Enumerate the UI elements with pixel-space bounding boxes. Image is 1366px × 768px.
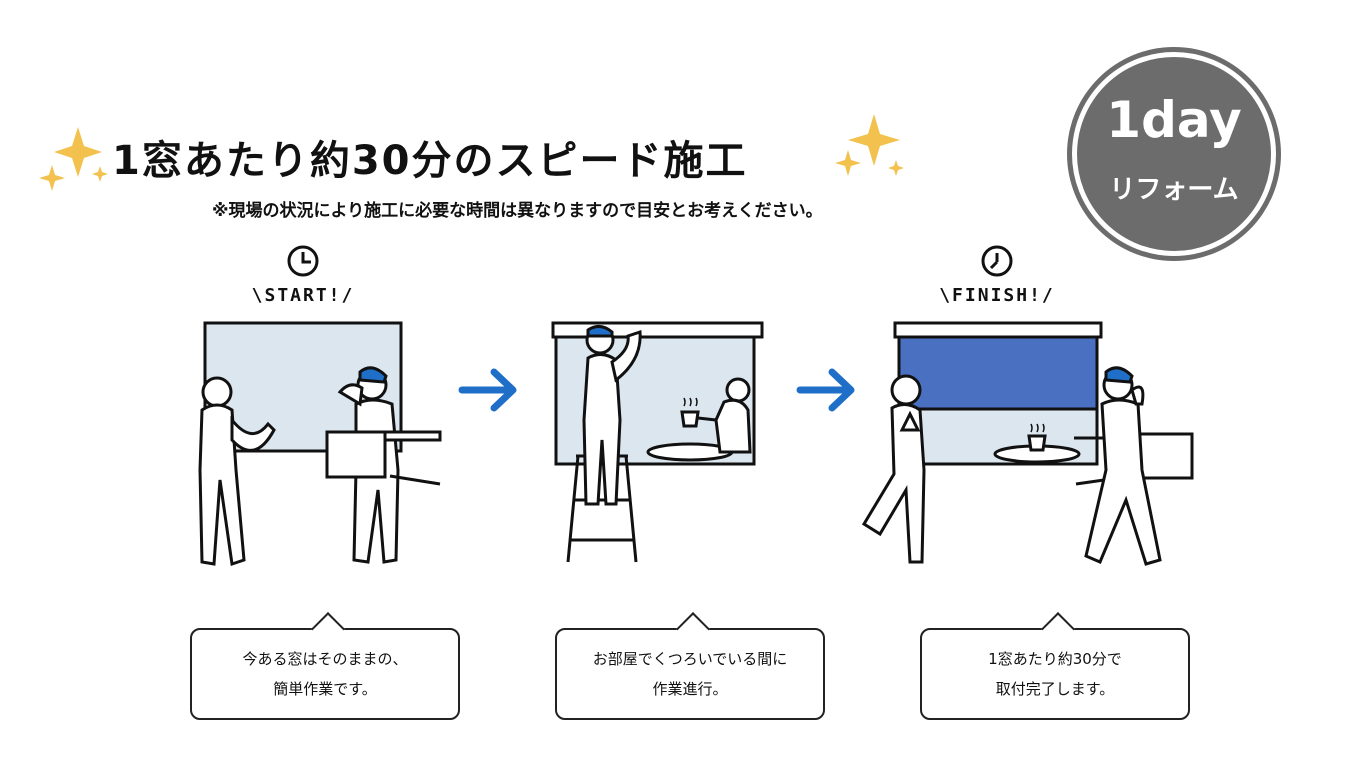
caption-line: 作業進行。	[652, 680, 728, 698]
caption-line: 簡単作業です。	[273, 680, 377, 698]
stage-2-scene	[551, 321, 764, 563]
clock-start-icon	[287, 245, 319, 277]
clock-finish-icon	[981, 245, 1013, 277]
stage-1-label: \START!/	[251, 285, 355, 306]
stage-3-scene	[861, 321, 1194, 566]
stage-3-label: \FINISH!/	[939, 285, 1055, 306]
badge-main-text: 1day	[1106, 91, 1242, 149]
stage-3-caption: 1窓あたり約30分で 取付完了します。	[920, 612, 1190, 720]
sparkle-icon	[39, 127, 108, 191]
arrow-right-icon	[458, 368, 517, 412]
one-day-badge: 1day リフォーム	[1072, 52, 1276, 256]
page-title: 1窓あたり約30分のスピード施工	[112, 138, 748, 184]
sparkle-icon	[835, 114, 904, 176]
disclaimer-note: ※現場の状況により施工に必要な時間は異なりますので目安とお考えください。	[212, 201, 823, 221]
caption-line: 1窓あたり約30分で	[988, 650, 1122, 668]
badge-sub-text: リフォーム	[1109, 175, 1239, 205]
stage-1-scene	[198, 321, 442, 566]
caption-line: お部屋でくつろいでいる間に	[592, 650, 788, 668]
stage-2-caption: お部屋でくつろいでいる間に 作業進行。	[555, 612, 825, 720]
caption-line: 取付完了します。	[995, 680, 1115, 698]
stage-1-caption: 今ある窓はそのままの、 簡単作業です。	[190, 612, 460, 720]
arrow-right-icon	[796, 368, 855, 412]
caption-line: 今ある窓はそのままの、	[242, 650, 408, 668]
